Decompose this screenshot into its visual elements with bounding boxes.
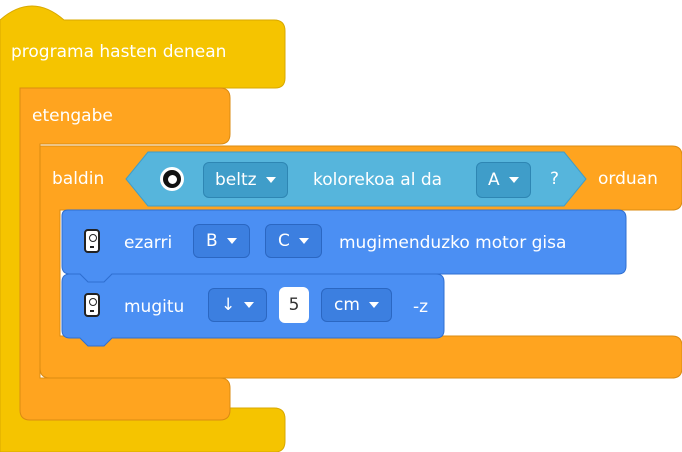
hub-icon — [84, 229, 100, 253]
chevron-down-icon — [508, 177, 519, 183]
chevron-down-icon — [368, 302, 379, 308]
unit-value: cm — [334, 295, 360, 315]
direction-value: ↓ — [221, 295, 236, 315]
motor-port-1-dropdown[interactable]: B — [193, 224, 250, 258]
color-dropdown[interactable]: beltz — [203, 162, 288, 198]
distance-input[interactable]: 5 — [279, 287, 309, 323]
forever-block[interactable] — [19, 87, 231, 421]
when-program-starts-block[interactable] — [0, 5, 286, 452]
condition-text: kolorekoa al da — [313, 170, 443, 190]
sensor-port-dropdown[interactable]: A — [476, 162, 531, 198]
forever-block-label: etengabe — [32, 106, 113, 126]
chevron-down-icon — [244, 302, 255, 308]
sensor-port-value: A — [488, 170, 500, 190]
unit-dropdown[interactable]: cm — [321, 288, 392, 322]
condition-suffix: ? — [550, 169, 560, 189]
then-label: orduan — [598, 169, 658, 189]
motor-port-2-value: C — [278, 231, 290, 251]
move-label: mugitu — [124, 297, 185, 317]
move-suffix: -z — [413, 297, 429, 317]
color-dropdown-value: beltz — [215, 170, 257, 190]
color-sensor-icon — [160, 167, 184, 191]
direction-dropdown[interactable]: ↓ — [208, 288, 268, 322]
set-motor-suffix: mugimenduzko motor gisa — [339, 233, 567, 253]
motor-port-2-dropdown[interactable]: C — [265, 224, 322, 258]
set-label: ezarri — [124, 233, 173, 253]
hat-block-label: programa hasten denean — [11, 42, 227, 62]
chevron-down-icon — [298, 238, 309, 244]
chevron-down-icon — [265, 177, 276, 183]
hub-icon — [84, 293, 100, 317]
if-label: baldin — [52, 169, 105, 189]
motor-port-1-value: B — [206, 231, 218, 251]
chevron-down-icon — [226, 238, 237, 244]
